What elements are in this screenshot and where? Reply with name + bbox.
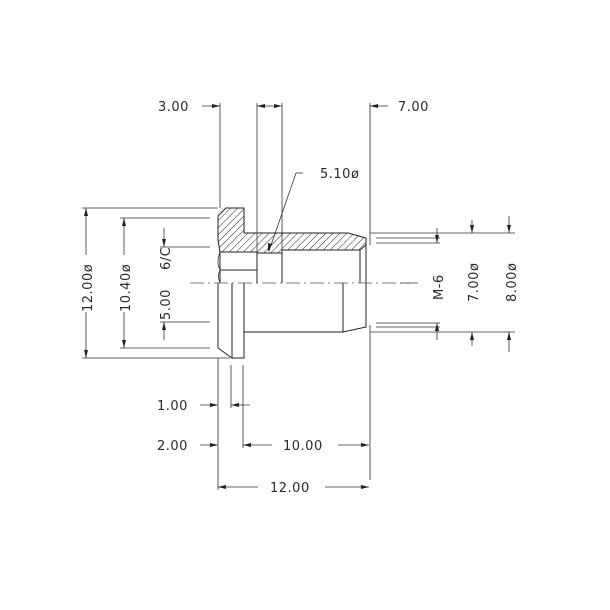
dim-3-00: 3.00: [158, 100, 189, 115]
dim-10-40-dia: 10.40ø: [119, 264, 134, 312]
part-section: [217, 207, 367, 359]
dim-8-00-dia: 8.00ø: [505, 263, 520, 302]
bottom-dimensions: 1.00 2.00 10.00 12.00: [157, 358, 369, 496]
dim-7-00-dia: 7.00ø: [467, 263, 482, 302]
dim-1-00: 1.00: [157, 399, 188, 414]
upper-section-hatch: [217, 207, 367, 254]
dim-10-00: 10.00: [283, 439, 323, 454]
dim-6c: 6/C: [159, 247, 174, 270]
top-dimensions: 3.00 7.00 5.10ø: [158, 100, 429, 480]
dim-5-10-dia: 5.10ø: [320, 167, 359, 182]
dim-12-00-dia: 12.00ø: [81, 264, 96, 312]
dim-m6-thread: M-6: [432, 274, 447, 300]
dim-2-00: 2.00: [157, 439, 188, 454]
left-dimensions: 12.00ø 10.40ø 5.00 6/C: [81, 207, 230, 359]
dim-12-00: 12.00: [270, 481, 310, 496]
dim-5-00: 5.00: [159, 289, 174, 320]
right-dimensions: M-6 7.00ø 8.00ø: [370, 216, 520, 352]
dim-7-00: 7.00: [398, 100, 429, 115]
